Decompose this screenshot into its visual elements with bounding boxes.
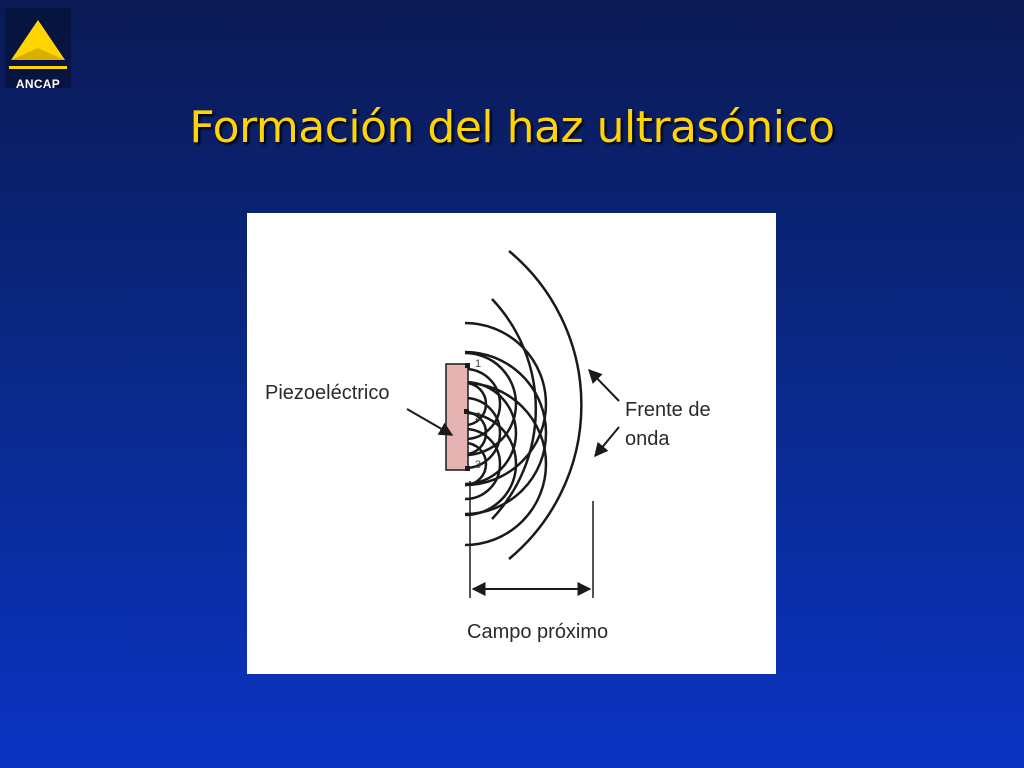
point-label-2: 2	[475, 411, 481, 423]
label-near-field: Campo próximo	[467, 621, 608, 643]
wavefront-arc	[464, 351, 518, 457]
triangle-logo-icon	[9, 20, 67, 69]
arrow-to-transducer	[406, 408, 454, 436]
wavefront-arc	[464, 350, 548, 516]
wavefront-arc	[464, 411, 518, 517]
logo-text: ANCAP	[15, 77, 61, 91]
wavefront-arc	[491, 298, 538, 520]
label-wavefront-line1: Frente de	[625, 399, 711, 421]
wavefront-arc	[464, 381, 548, 547]
wavefronts	[464, 250, 583, 560]
source-point-1	[465, 363, 470, 368]
point-label-3: 3	[475, 459, 481, 471]
ancap-logo: ANCAP	[5, 8, 71, 91]
point-label-1: 1	[475, 358, 481, 370]
source-point-2	[464, 409, 469, 414]
arrow-to-wavefront-upper	[588, 368, 620, 402]
wavefront-arc	[508, 250, 583, 560]
ultrasonic-beam-diagram: 1 2 3 Piezoeléctrico Frente de onda Camp…	[265, 250, 711, 643]
wavefront-arc	[464, 441, 488, 487]
wavefront-arc	[464, 367, 502, 441]
wavefront-arc	[464, 427, 502, 501]
source-point-3	[465, 466, 470, 471]
wavefront-arc	[464, 321, 548, 487]
piezoelectric-element	[445, 363, 469, 471]
label-piezoelectric: Piezoeléctrico	[265, 382, 390, 404]
wavefront-arc	[464, 396, 502, 470]
arrow-to-wavefront-lower	[594, 426, 620, 458]
diagram-panel: 1 2 3 Piezoeléctrico Frente de onda Camp…	[247, 213, 776, 674]
label-wavefront-line2: onda	[625, 428, 670, 450]
slide-title: Formación del haz ultrasónico	[189, 102, 835, 153]
